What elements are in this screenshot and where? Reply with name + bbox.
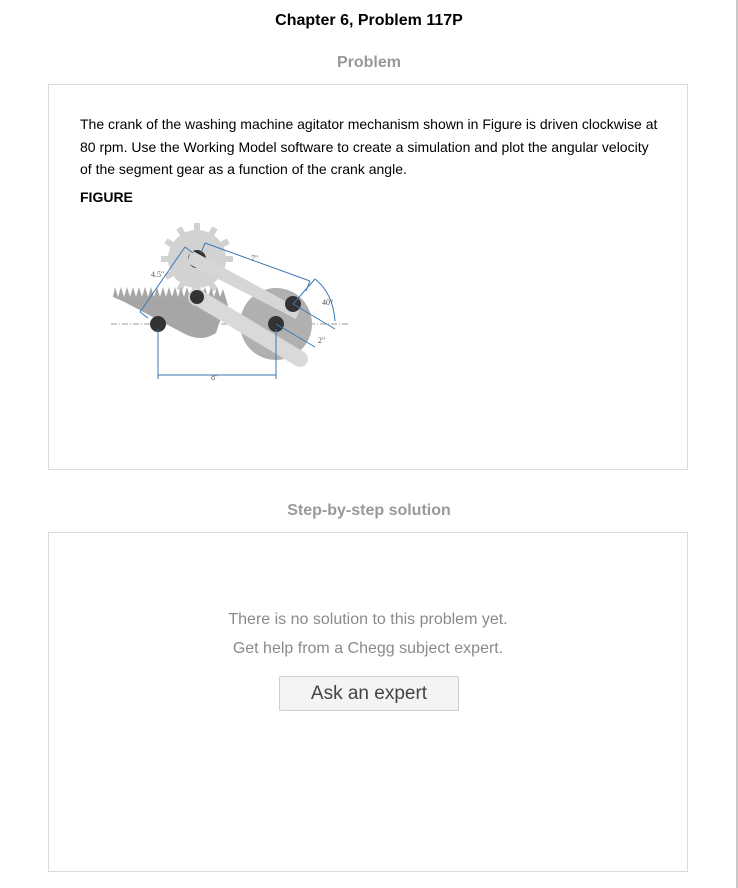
pivot-segment-ground: [150, 316, 166, 332]
problem-heading: Problem: [336, 54, 401, 71]
dimension-lines: [139, 242, 336, 379]
chapter-title: Chapter 6, Problem 117P: [275, 12, 463, 29]
problem-panel: The crank of the washing machine agitato…: [48, 84, 688, 470]
solution-panel: There is no solution to this problem yet…: [48, 532, 688, 872]
page-right-border: [736, 0, 738, 888]
ask-expert-button[interactable]: Ask an expert: [279, 676, 459, 711]
figure-label: FIGURE: [80, 189, 133, 205]
dim-angle-40: 40°: [322, 298, 333, 307]
pivot-link-segment: [190, 290, 204, 304]
no-solution-message: There is no solution to this problem yet…: [228, 611, 508, 628]
dim-link-7: 7": [251, 254, 258, 263]
link-body: [187, 250, 300, 319]
dim-ground-8: 8": [211, 373, 218, 382]
dim-segment-4-5: 4.5": [151, 270, 164, 279]
problem-statement: The crank of the washing machine agitato…: [80, 116, 658, 177]
agitator-mechanism-figure: 7" 4.5" 8" 2" 40°: [111, 223, 349, 382]
connecting-link: [189, 289, 308, 367]
expert-help-message: Get help from a Chegg subject expert.: [232, 640, 504, 657]
solution-heading: Step-by-step solution: [287, 502, 451, 519]
dim-crank-2: 2": [318, 336, 325, 345]
